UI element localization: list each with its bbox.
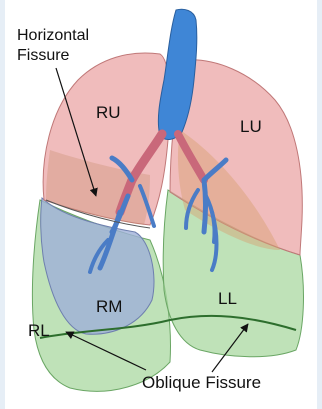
ru-label: RU	[96, 103, 121, 122]
rl-label: RL	[28, 321, 50, 340]
ll-label: LL	[218, 289, 237, 308]
oblique-fissure-label: Oblique Fissure	[142, 373, 261, 392]
lu-label: LU	[240, 117, 262, 136]
horizontal-fissure-label-line2: Fissure	[17, 47, 70, 64]
horizontal-fissure-label-line1: Horizontal	[17, 27, 89, 44]
rm-label: RM	[96, 297, 122, 316]
